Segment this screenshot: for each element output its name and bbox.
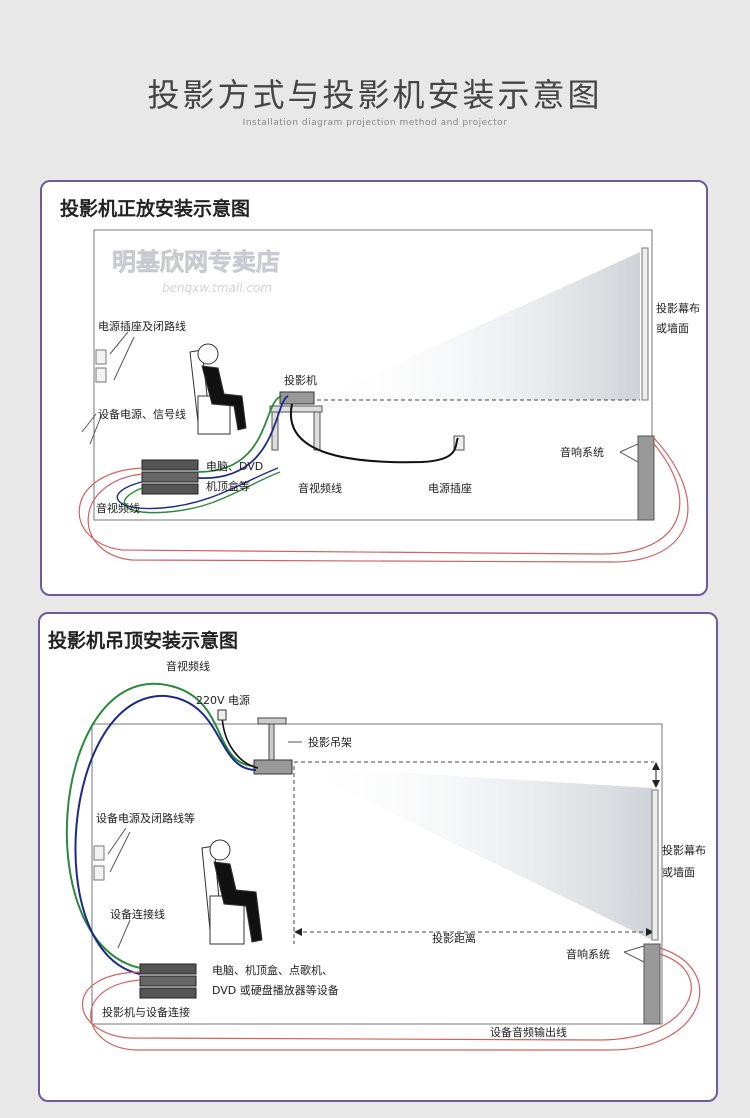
watermark-brand: 明基欣网专卖店: [112, 248, 280, 276]
watermark-url: benqxw.tmall.com: [162, 281, 272, 295]
projection-beam: [294, 766, 652, 940]
label-projector-device-link: 投影机与设备连接: [102, 1005, 190, 1019]
wall-socket-2: [93, 865, 105, 881]
label-screen-line1: 投影幕布: [656, 301, 700, 315]
label-devices-line2: DVD 或硬盘播放器等设备: [212, 983, 339, 997]
av-equipment-stack: [141, 459, 199, 495]
cable-audio-red-1: [82, 953, 692, 1041]
panel-floor-install: 投影机正放安装示意图 明基欣网专卖店 benqxw.tmall.com: [40, 180, 708, 596]
label-power-outlet: 电源插座: [428, 481, 472, 495]
label-throw-distance: 投影距离: [432, 931, 476, 945]
label-sound-system: 音响系统: [566, 947, 610, 961]
wall-socket-1: [93, 845, 105, 861]
cable-av-blue: [197, 395, 289, 479]
av-equipment-stack: [139, 963, 197, 999]
label-ceiling-mount: 投影吊架: [308, 735, 352, 749]
projector-table: [269, 405, 323, 451]
person-chair: [189, 343, 247, 435]
pointer-power-b: [89, 413, 103, 445]
cable-av-loop-green: [123, 471, 281, 514]
ceiling-install-diagram: 音视频线 220V 电源 投影吊架 设备电源及闭路线等 投影幕布 或墙面 设备连…: [65, 659, 706, 1051]
label-power-socket-loop: 电源插座及闭路线: [98, 319, 186, 333]
label-audio-output: 设备音频输出线: [490, 1025, 567, 1039]
label-av-cable: 音视频线: [166, 659, 210, 673]
pointer-sound: [619, 443, 639, 453]
person-chair: [201, 839, 263, 945]
power-220v-plug: [217, 709, 227, 721]
speaker-right: [637, 435, 655, 521]
room-wall: [91, 723, 663, 1025]
panel-title-ceiling: 投影机吊顶安装示意图: [48, 630, 239, 652]
watermark: 明基欣网专卖店 benqxw.tmall.com: [112, 248, 281, 295]
label-sound-system: 音响系统: [560, 445, 604, 459]
cable-audio-red-2: [90, 947, 701, 1051]
projection-beam: [317, 252, 640, 400]
label-screen-line1: 投影幕布: [662, 843, 706, 857]
ceiling-mount: [257, 717, 287, 761]
pointer-sound: [623, 945, 645, 953]
label-equipment-power-signal: 设备电源、信号线: [98, 407, 186, 421]
label-projector: 投影机: [284, 373, 317, 387]
pointer-power-a: [81, 413, 97, 433]
pointer-connection-cable: [117, 919, 131, 949]
label-av-cable-left: 音视频线: [96, 501, 140, 515]
projection-screen: [641, 247, 649, 401]
label-equipment-power-loop: 设备电源及闭路线等: [96, 811, 195, 825]
speaker-right: [643, 943, 661, 1025]
cable-power-red-2: [87, 437, 689, 563]
label-devices-line1: 电脑、机顶盒、点歌机、: [212, 963, 333, 977]
pointer-socket-a: [109, 331, 129, 355]
page-subtitle: Installation diagram projection method a…: [242, 118, 508, 128]
cable-av-loop: [116, 467, 279, 510]
cable-220v: [221, 711, 259, 769]
label-220v-power: 220V 电源: [196, 693, 250, 707]
pointer-socket-b: [113, 336, 135, 381]
label-pc-dvd-line1: 电脑、DVD: [206, 460, 263, 473]
projector-device: [253, 759, 293, 775]
page-title: 投影方式与投影机安装示意图: [147, 76, 603, 114]
cable-av-green: [65, 682, 255, 969]
wall-socket-1: [95, 349, 107, 365]
label-pc-dvd-line2: 机顶盒等: [206, 479, 250, 493]
label-connection-cable: 设备连接线: [110, 907, 165, 921]
pointer-socket-b: [109, 831, 131, 873]
floor-power-outlet: [453, 435, 465, 451]
panel-title-floor: 投影机正放安装示意图: [60, 198, 251, 220]
floor-install-diagram: 明基欣网专卖店 benqxw.tmall.com: [78, 229, 700, 563]
pointer-sound-b: [619, 451, 639, 463]
cable-projector-power: [289, 403, 459, 464]
wall-socket-2: [95, 367, 107, 383]
cable-power-red-1: [78, 443, 681, 555]
cable-av-green: [197, 395, 283, 473]
throw-arrow-left: [294, 928, 302, 936]
throw-arrow-right: [646, 928, 654, 936]
projection-screen: [651, 789, 659, 941]
room-wall: [93, 229, 653, 521]
pointer-sound-b: [623, 951, 645, 963]
label-screen-line2: 或墙面: [656, 321, 689, 335]
panel-ceiling-install: 投影机吊顶安装示意图: [38, 612, 718, 1102]
label-screen-line2: 或墙面: [662, 865, 695, 879]
projector-device: [279, 391, 315, 405]
cable-av-blue: [74, 694, 257, 975]
label-av-cable-right: 音视频线: [298, 481, 342, 495]
pointer-socket-a: [107, 827, 127, 855]
